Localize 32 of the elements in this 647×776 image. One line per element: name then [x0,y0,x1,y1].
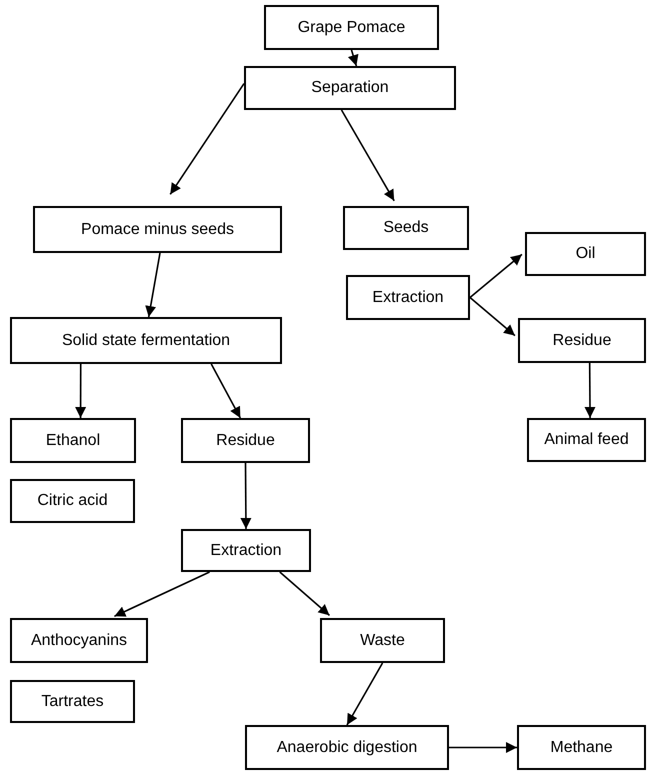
process-box: Seeds [343,206,469,250]
arrow [170,83,245,195]
process-box: Waste [320,618,445,663]
arrow [346,662,384,726]
process-box: Separation [244,66,456,110]
arrow [584,363,596,418]
arrow [449,742,517,753]
arrow [469,254,522,298]
arrow [114,571,210,618]
process-box: Pomace minus seeds [33,206,282,253]
arrow [340,110,395,202]
process-box: Ethanol [10,418,136,463]
process-box: Anthocyanins [10,618,148,663]
process-box: Oil [525,232,646,276]
arrow [210,364,242,418]
arrow [145,252,161,318]
process-box: Animal feed [527,418,646,462]
arrow [279,571,330,616]
process-box: Residue [518,318,646,363]
process-box: Extraction [346,275,470,320]
arrow [348,50,358,66]
process-box: Citric acid [10,479,135,523]
arrow [469,296,516,336]
arrow [75,364,86,418]
process-box: Extraction [181,529,311,572]
process-box: Solid state fermentation [10,317,282,364]
process-box: Methane [517,725,646,770]
process-box: Tartrates [10,680,135,723]
process-box: Residue [181,418,310,463]
process-box: Anaerobic digestion [245,725,449,770]
process-box: Grape Pomace [264,5,439,50]
arrow [240,463,252,529]
